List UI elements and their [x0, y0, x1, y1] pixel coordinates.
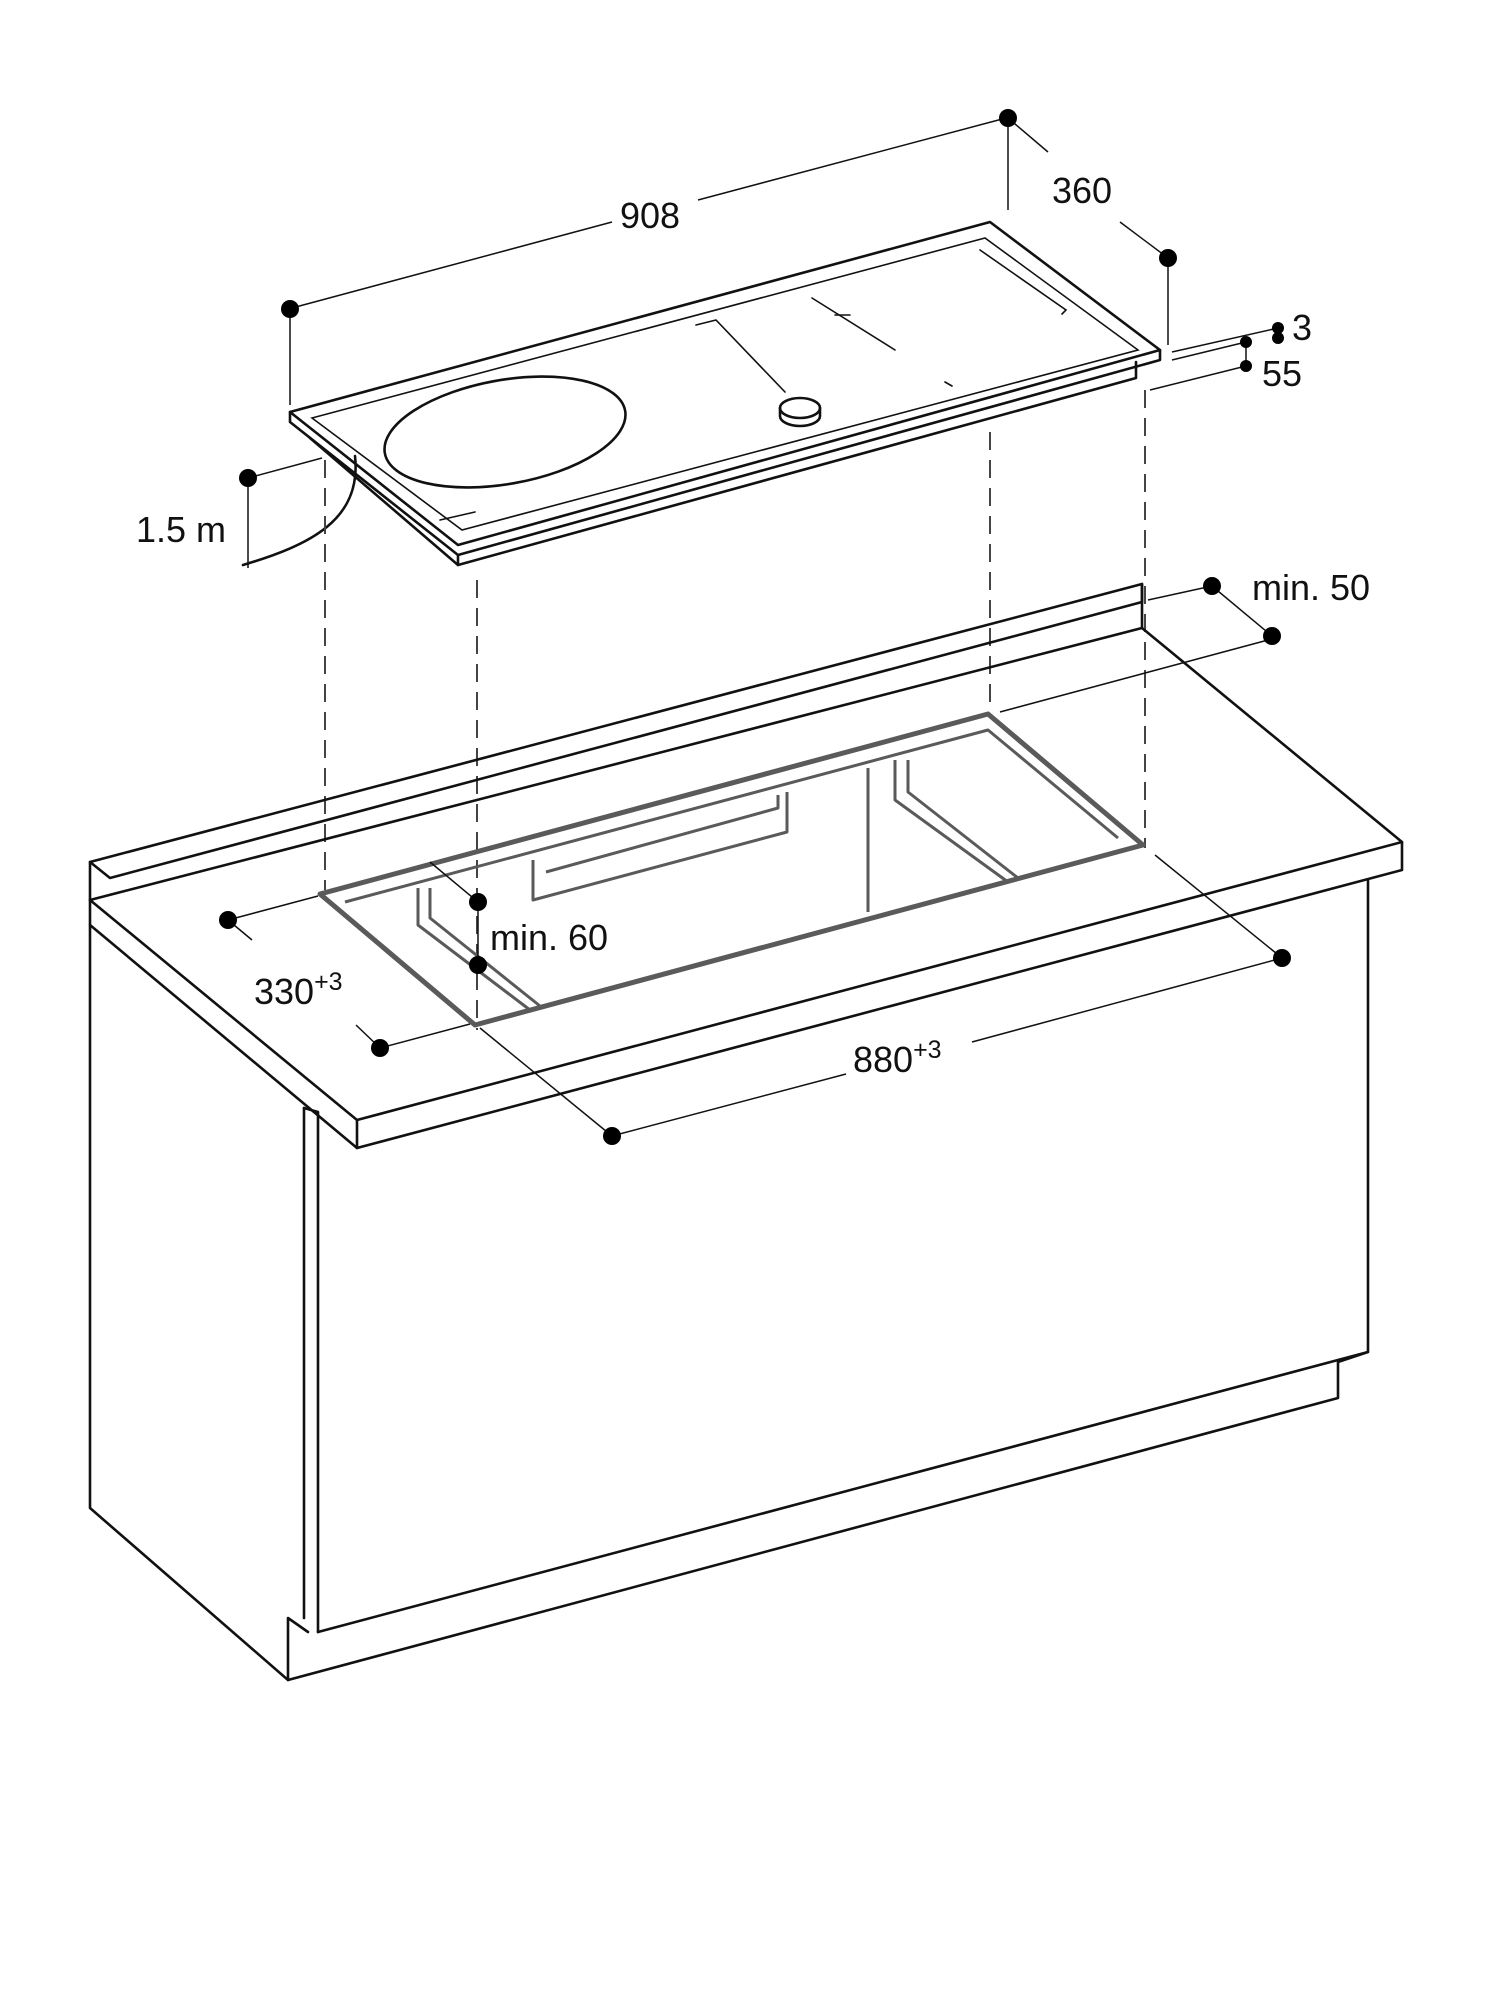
label-cutout-depth: 330+3	[254, 968, 343, 1012]
cabinet-front	[316, 878, 1370, 1634]
control-knob-icon	[778, 396, 822, 420]
cooking-zone-mark-3	[979, 249, 1068, 315]
cutout-inner-back	[344, 728, 1119, 904]
cooktop	[288, 220, 1162, 567]
dimension-dots	[219, 109, 1291, 1145]
wok-burner-zone	[383, 375, 627, 489]
cutout-right-bracket-2	[906, 760, 1019, 880]
cooktop-edge	[288, 348, 1162, 557]
label-front-clearance: min. 60	[490, 917, 608, 958]
cutout-inner-left-wall-2	[428, 888, 541, 1008]
label-cable-length: 1.5 m	[136, 509, 226, 550]
cabinet-plinth	[286, 1350, 1370, 1682]
cutout-inner-left-wall	[416, 888, 531, 1012]
power-cable	[241, 454, 357, 567]
kitchen-cabinet	[88, 582, 1404, 1682]
cutout-outline	[317, 711, 1146, 1028]
worktop-cutout	[317, 711, 1146, 1028]
label-installation-height: 55	[1262, 353, 1302, 394]
cooktop-underside	[308, 360, 1138, 567]
cooking-zone-mark-1	[695, 319, 786, 393]
label-hob-depth: 360	[1052, 170, 1112, 211]
cutout-right-bracket	[893, 760, 1009, 884]
cabinet-door-edge	[302, 1106, 320, 1634]
cooking-zone-mark-2	[811, 297, 896, 351]
cutout-rear-bracket	[531, 792, 789, 902]
cooktop-glass	[310, 237, 1140, 531]
label-rear-clearance: min. 50	[1252, 567, 1370, 608]
label-glass-thickness: 3	[1292, 307, 1312, 348]
dimension-lines	[227, 117, 1283, 1137]
worktop-surface	[88, 626, 1404, 1122]
cutout-rear-bracket-inner	[545, 795, 780, 874]
cabinet-side	[88, 923, 310, 1682]
control-knob-side	[778, 406, 822, 428]
brand-logo	[439, 511, 476, 521]
cooking-zone-dot-2	[944, 381, 953, 387]
label-cutout-width: 880+3	[853, 1036, 942, 1080]
label-hob-width: 908	[620, 195, 680, 236]
